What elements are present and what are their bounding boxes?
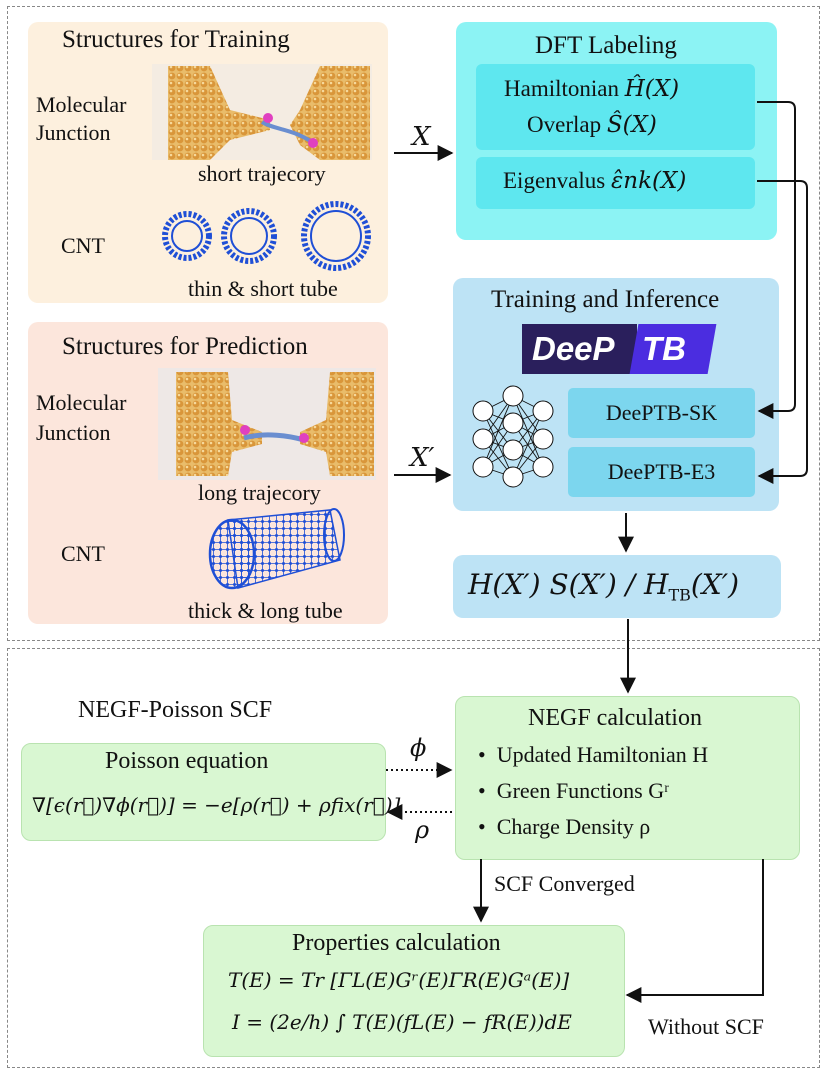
training-traj-caption: short trajecory — [198, 161, 326, 186]
deeptb-logo-dee: DeeP — [532, 330, 615, 367]
without-scf-arrow — [625, 859, 764, 1003]
output-formula: H(X′) S(X′) / HTB(X′) — [468, 568, 740, 605]
rho-label: ρ — [415, 816, 430, 844]
overlap-line: Overlap Ŝ(X) — [527, 112, 657, 138]
prediction-junction-label: Junction — [36, 420, 111, 445]
training-cnt-label: CNT — [61, 233, 105, 258]
poisson-title: Poisson equation — [105, 748, 269, 774]
properties-calculation-box — [203, 925, 625, 1057]
training-tube-caption: thin & short tube — [188, 276, 338, 301]
deeptb-logo: DeeP TB — [522, 324, 717, 374]
overlap-math: Ŝ(X) — [606, 112, 657, 138]
training-junction-illustration — [152, 64, 372, 160]
poisson-equation-box — [21, 743, 386, 841]
hamiltonian-overlap-box — [476, 64, 755, 150]
deeptb-sk-label: DeePTB-SK — [605, 400, 718, 425]
training-junction-label: Junction — [36, 120, 111, 145]
dft-title: DFT Labeling — [535, 32, 677, 59]
hamiltonian-text: Hamiltonian — [504, 76, 625, 101]
neural-network-icon — [472, 385, 554, 488]
training-cnt-illustration — [162, 201, 371, 271]
eigen-line: Eigenvalus ε̂nk(X) — [503, 168, 686, 194]
eigen-text: Eigenvalus — [503, 168, 611, 193]
poisson-formula: ∇[ϵ(r⃗)∇ϕ(r⃗)] = −e[ρ(r⃗) + ρfix(r⃗)] — [32, 793, 401, 817]
deeptb-logo-left — [522, 324, 637, 374]
prediction-traj-caption: long trajecory — [198, 480, 321, 505]
training-molecular-label: Molecular — [36, 92, 127, 117]
prediction-tube-caption: thick & long tube — [188, 598, 343, 623]
prediction-cnt-illustration — [208, 508, 345, 590]
hamiltonian-math: Ĥ(X) — [624, 76, 680, 102]
negf-title: NEGF calculation — [528, 705, 702, 731]
top-section-frame — [7, 6, 820, 641]
prediction-molecular-label: Molecular — [36, 390, 127, 415]
training-title: Structures for Training — [62, 26, 290, 53]
deeptb-sk-box — [568, 388, 755, 438]
hamiltonian-line: Hamiltonian Ĥ(X) — [504, 76, 679, 102]
prediction-title: Structures for Prediction — [62, 333, 308, 360]
flow-arrows — [386, 101, 808, 1003]
deeptb-logo-tb: TB — [642, 330, 686, 367]
phi-label: ϕ — [410, 734, 427, 762]
bottom-section-frame — [7, 648, 820, 1068]
hamiltonian-to-sk-arrow — [757, 101, 796, 419]
output-hamiltonian-box — [453, 555, 781, 618]
negf-bullet-1: • Updated Hamiltonian H — [478, 742, 709, 767]
negf-calculation-box — [455, 696, 800, 860]
negf-bullet-2: • Green Functions Gʳ — [478, 778, 669, 803]
deeptb-e3-label: DeePTB-E3 — [607, 459, 716, 484]
transmission-formula: T(E) = Tr [ΓL(E)Gʳ(E)ΓR(E)Gᵃ(E)] — [228, 968, 570, 992]
eigen-to-e3-arrow — [757, 180, 808, 484]
deeptb-e3-box — [568, 447, 755, 497]
negf-poisson-scf-title: NEGF-Poisson SCF — [78, 697, 273, 723]
scf-converged-label: SCF Converged — [494, 871, 635, 896]
negf-bullet-3: • Charge Density ρ — [478, 814, 651, 839]
current-formula: I = (2e/h) ∫ T(E)(fL(E) − fR(E))dE — [232, 1010, 572, 1034]
prediction-junction-illustration — [158, 368, 376, 480]
x-input-label: X — [412, 122, 431, 152]
training-inference-title: Training and Inference — [491, 286, 720, 313]
eigenvalue-box — [476, 157, 755, 209]
overlap-text: Overlap — [527, 112, 607, 137]
xprime-input-label: X′ — [410, 443, 435, 473]
without-scf-label: Without SCF — [648, 1014, 764, 1039]
eigen-math: ε̂nk(X) — [610, 168, 687, 194]
properties-title: Properties calculation — [292, 930, 501, 956]
prediction-cnt-label: CNT — [61, 541, 105, 566]
